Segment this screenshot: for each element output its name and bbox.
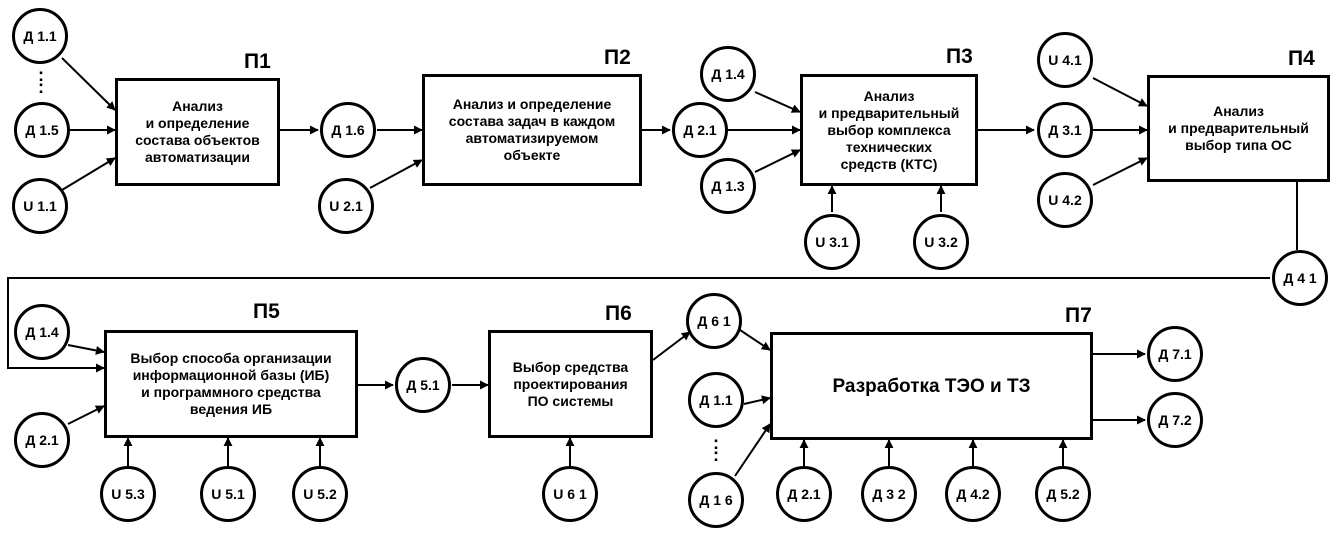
node-u53: U 5.3 xyxy=(100,466,156,522)
edge-d21-p5 xyxy=(67,405,105,425)
ellipsis-p1-inputs: : xyxy=(38,65,44,85)
edge-u11-p1 xyxy=(61,157,116,191)
node-u32: U 3.2 xyxy=(913,214,969,270)
edge-d41-p5 xyxy=(7,277,1270,373)
edge-d13-p3 xyxy=(754,149,801,173)
process-p2: Анализ и определение состава задач в каж… xyxy=(422,74,642,186)
process-p1-label: П1 xyxy=(244,50,271,73)
process-p7-label: П7 xyxy=(1065,304,1092,327)
node-d52: Д 5.2 xyxy=(1035,466,1091,522)
process-p7: Разработка ТЭО и ТЗ xyxy=(770,332,1093,440)
ellipsis-p7-inputs-2: : xyxy=(713,445,719,465)
node-u52: U 5.2 xyxy=(292,466,348,522)
edge-d14-p5 xyxy=(67,344,105,355)
ellipsis-p1-inputs-2: : xyxy=(38,77,44,97)
ellipsis-p7-inputs: : xyxy=(713,433,719,453)
node-u41: U 4.1 xyxy=(1037,32,1093,88)
node-u61: U 6 1 xyxy=(542,466,598,522)
node-d16-top: Д 1.6 xyxy=(320,102,376,158)
edge-d11-p7 xyxy=(743,395,771,405)
process-p5: Выбор способа организации информационной… xyxy=(104,330,358,438)
node-d11-top: Д 1.1 xyxy=(12,8,68,64)
node-d21-p7: Д 2.1 xyxy=(776,466,832,522)
node-u51: U 5.1 xyxy=(200,466,256,522)
node-d16-bottom: Д 1 6 xyxy=(688,472,744,528)
node-d72: Д 7.2 xyxy=(1147,392,1203,448)
edge-d61-p7 xyxy=(739,329,771,351)
edge-d14-p3 xyxy=(754,91,801,113)
edge-u21-p2 xyxy=(369,159,423,189)
node-u42: U 4.2 xyxy=(1037,172,1093,228)
edge-p6-d61 xyxy=(652,331,691,361)
node-d42: Д 4.2 xyxy=(945,466,1001,522)
node-d31: Д 3.1 xyxy=(1037,102,1093,158)
node-d11-bottom: Д 1.1 xyxy=(688,372,744,428)
node-u21: U 2.1 xyxy=(318,178,374,234)
process-p5-label: П5 xyxy=(253,300,280,323)
process-p3-label: П3 xyxy=(946,45,973,68)
node-u31: U 3.1 xyxy=(804,214,860,270)
process-p6-label: П6 xyxy=(605,302,632,325)
edge-d11-p1 xyxy=(61,57,116,111)
node-d21-bottom: Д 2.1 xyxy=(14,412,70,468)
node-d61: Д 6 1 xyxy=(686,293,742,349)
node-d71: Д 7.1 xyxy=(1147,326,1203,382)
process-p2-label: П2 xyxy=(604,46,631,69)
process-p4: Анализ и предварительный выбор типа ОС xyxy=(1147,75,1330,182)
node-d15: Д 1.5 xyxy=(14,102,70,158)
process-p4-label: П4 xyxy=(1288,47,1315,70)
node-d32: Д 3 2 xyxy=(861,466,917,522)
node-d14-bottom: Д 1.4 xyxy=(14,304,70,360)
process-p6: Выбор средства проектирования ПО системы xyxy=(488,330,653,438)
node-d21-top: Д 2.1 xyxy=(672,102,728,158)
node-d14-top: Д 1.4 xyxy=(700,46,756,102)
process-p3: Анализ и предварительный выбор комплекса… xyxy=(800,74,978,186)
node-d13: Д 1.3 xyxy=(700,158,756,214)
node-d51: Д 5.1 xyxy=(395,357,451,413)
node-u11: U 1.1 xyxy=(12,178,68,234)
node-d41: Д 4 1 xyxy=(1272,250,1328,306)
edge-u41-p4 xyxy=(1092,77,1148,107)
edge-d16-p7 xyxy=(734,423,771,477)
edge-u42-p4 xyxy=(1092,157,1148,186)
process-p1: Анализ и определение состава объектов ав… xyxy=(115,78,280,186)
